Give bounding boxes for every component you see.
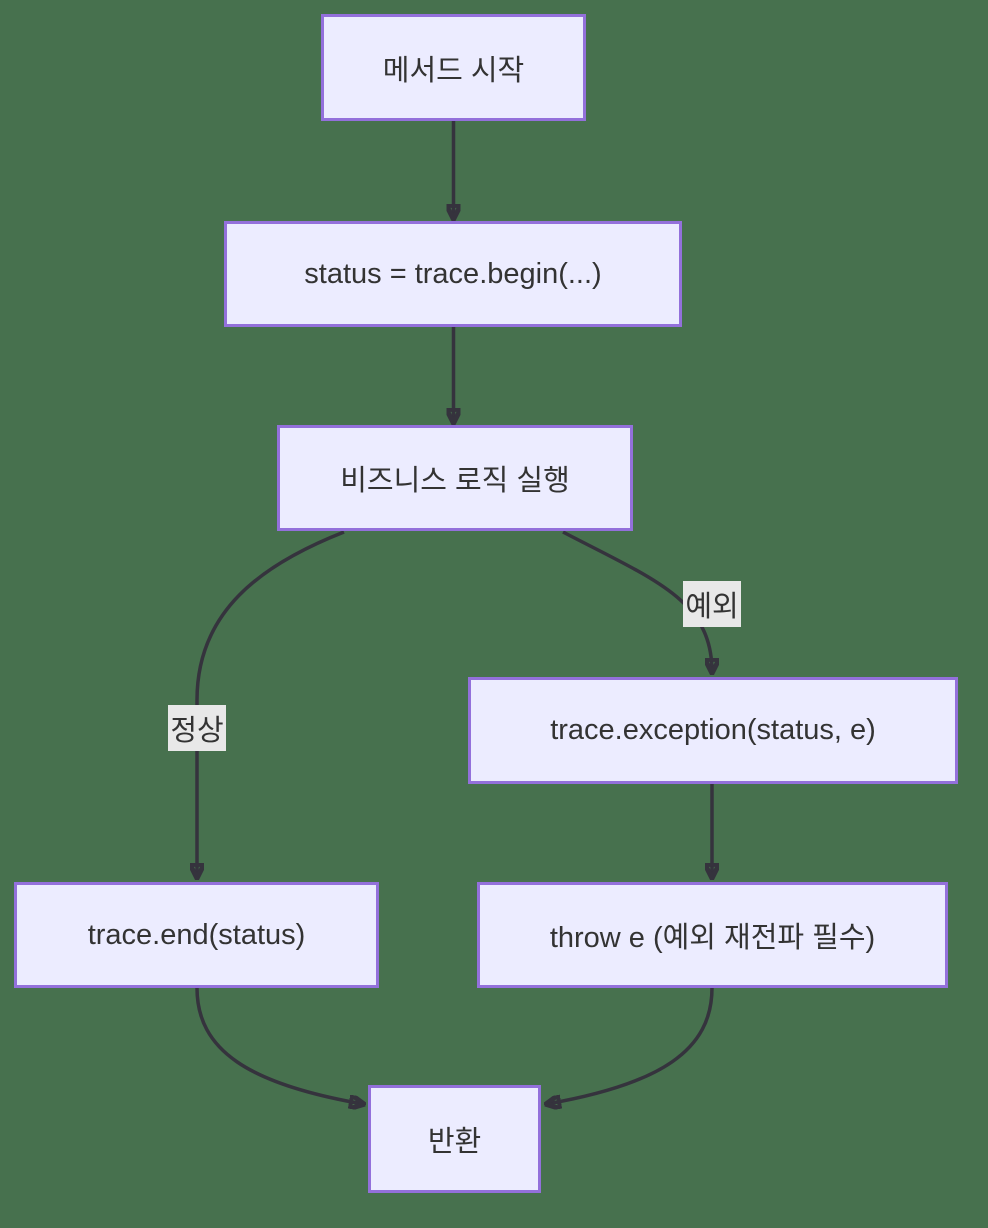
node-trace-exception: trace.exception(status, e): [468, 677, 958, 784]
node-label: status = trace.begin(...): [304, 257, 602, 290]
edge-label-text: 예외: [685, 591, 739, 623]
node-method-start: 메서드 시작: [321, 14, 586, 121]
edge-label-exception: 예외: [683, 581, 741, 627]
edge-label-normal: 정상: [168, 705, 226, 751]
node-label: trace.end(status): [87, 918, 306, 951]
edge-logic-exception: [562, 530, 712, 672]
node-throw: throw e (예외 재전파 필수): [477, 882, 948, 988]
node-label: 반환: [427, 1126, 482, 1158]
edge-end-return: [195, 987, 363, 1104]
node-label: 비즈니스 로직 실행: [340, 465, 570, 497]
edge-throw-return: [547, 987, 714, 1104]
node-trace-end: trace.end(status): [14, 882, 379, 988]
node-business-logic: 비즈니스 로직 실행: [277, 425, 633, 531]
edge-label-text: 정상: [170, 715, 224, 747]
node-label: trace.exception(status, e): [550, 714, 876, 746]
node-label: throw e (예외 재전파 필수): [549, 922, 876, 954]
node-trace-begin: status = trace.begin(...): [224, 221, 682, 327]
node-return: 반환: [368, 1085, 541, 1193]
node-label: 메서드 시작: [382, 54, 525, 87]
edge-logic-end: [197, 530, 345, 877]
